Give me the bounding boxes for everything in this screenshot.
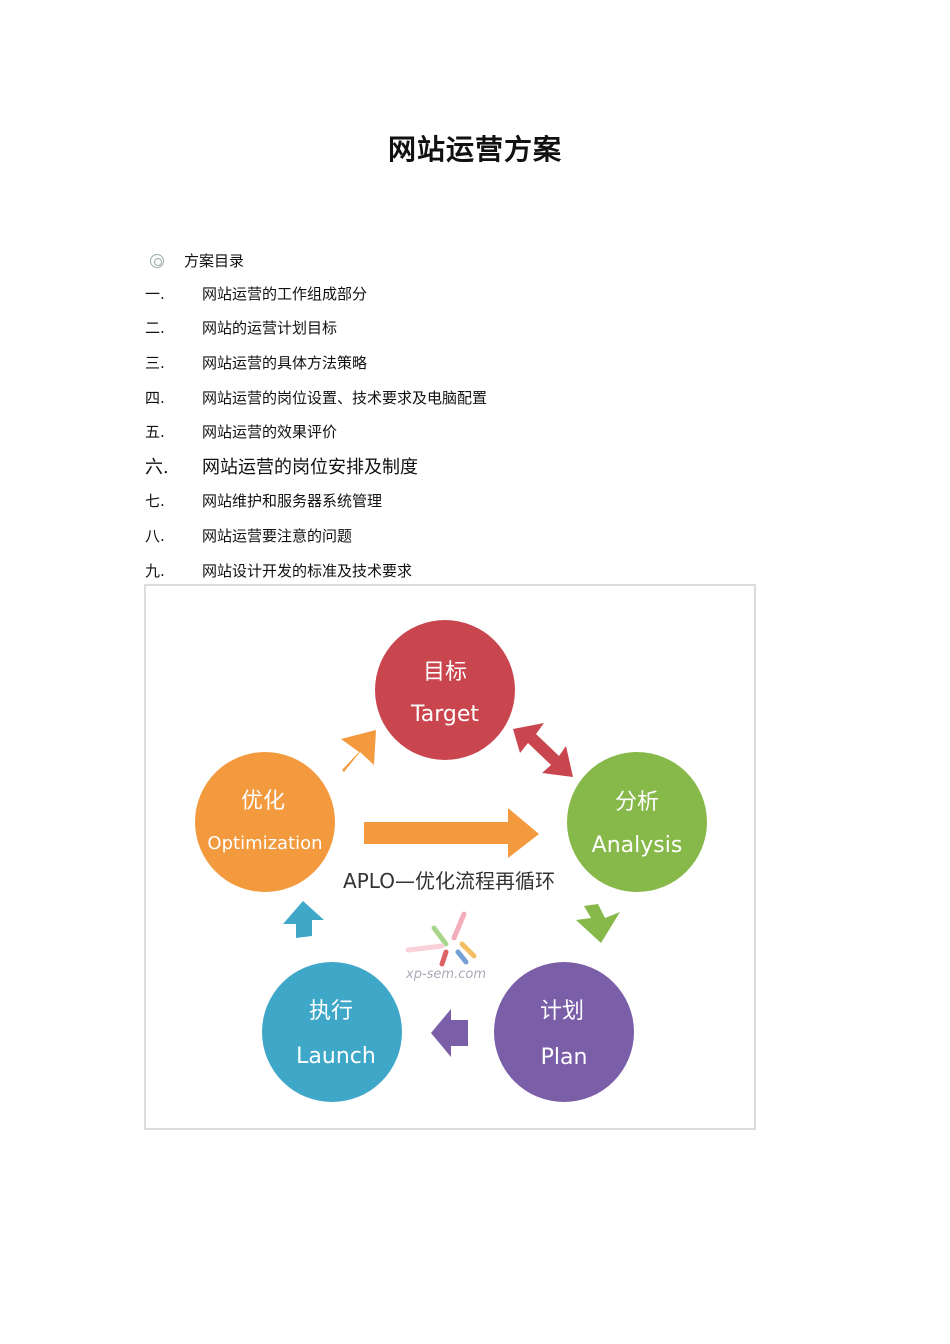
toc-item: 五. 网站运营的效果评价 [145,414,487,449]
node-plan-zh: 计划 [540,999,584,1024]
node-plan-en: Plan [541,1045,588,1070]
diagram-watermark: xp-sem.com [405,967,486,982]
toc-item-text: 网站的运营计划目标 [202,319,338,338]
arrow-launch-to-optimization [283,901,324,938]
toc-item-number: 八. [145,526,165,545]
toc-item: 四. 网站运营的岗位设置、技术要求及电脑配置 [145,380,487,415]
node-analysis-zh: 分析 [615,790,659,815]
toc-item: 一. 网站运营的工作组成部分 [145,276,487,311]
node-target-zh: 目标 [423,660,467,685]
toc-item-text: 网站设计开发的标准及技术要求 [202,561,413,580]
table-of-contents: 一.网站运营的工作组成部分 二.网站的运营计划目标 三.网站运营的具体方法策略 … [145,276,487,587]
arrow-plan-to-launch [431,1009,468,1057]
diagram-canvas: 目标 Target 分析 Analysis 计划 Plan 执行 Launch … [195,620,707,1102]
toc-item: 七. 网站维护和服务器系统管理 [145,484,487,519]
node-launch-en: Launch [296,1044,376,1069]
toc-item-text: 网站运营的岗位安排及制度 [202,457,418,479]
arrow-analysis-to-plan [576,904,620,943]
toc-item-text: 网站运营的具体方法策略 [202,353,368,372]
bullet-circle-icon [150,253,164,268]
node-analysis-en: Analysis [592,833,683,858]
toc-item-text: 网站运营的岗位设置、技术要求及电脑配置 [202,388,488,407]
arrow-target-analysis-double [513,723,573,777]
arrow-optimization-to-target [341,730,376,772]
diagram-caption: APLO—优化流程再循环 [343,869,555,893]
node-target: 目标 Target [375,620,515,760]
toc-item: 九. 网站设计开发的标准及技术要求 [145,553,487,588]
node-launch-zh: 执行 [309,999,353,1024]
toc-item: 三. 网站运营的具体方法策略 [145,345,487,380]
toc-item: 六. 网站运营的岗位安排及制度 [145,449,487,484]
toc-item-number: 二. [145,319,165,338]
node-optimization-zh: 优化 [241,789,285,814]
toc-item-text: 网站维护和服务器系统管理 [202,492,383,511]
node-analysis: 分析 Analysis [567,752,707,892]
toc-item-number: 四. [145,388,165,407]
toc-item-number: 九. [145,561,165,580]
node-launch: 执行 Launch [262,962,402,1102]
toc-item: 二. 网站的运营计划目标 [145,311,487,346]
toc-item-text: 网站运营要注意的问题 [202,526,353,545]
toc-item-number: 一. [145,284,165,303]
node-plan: 计划 Plan [494,962,634,1102]
toc-heading-label: 方案目录 [184,252,245,270]
document-title: 网站运营方案 [387,133,562,166]
xp-sem-logo-icon [405,911,477,967]
node-target-en: Target [410,702,479,727]
aplo-cycle-diagram: 目标 Target 分析 Analysis 计划 Plan 执行 Launch … [144,584,756,1130]
toc-item-number: 三. [145,353,165,372]
arrow-optimization-to-analysis [364,808,539,858]
toc-item-number: 六. [145,457,169,479]
node-optimization-en: Optimization [207,833,322,854]
toc-item-number: 五. [145,423,165,442]
toc-item-number: 七. [145,492,165,511]
toc-heading: 方案目录 [150,250,244,271]
node-optimization: 优化 Optimization [195,752,335,892]
toc-item-text: 网站运营的效果评价 [202,423,338,442]
toc-item-text: 网站运营的工作组成部分 [202,284,368,303]
toc-item: 八. 网站运营要注意的问题 [145,518,487,553]
